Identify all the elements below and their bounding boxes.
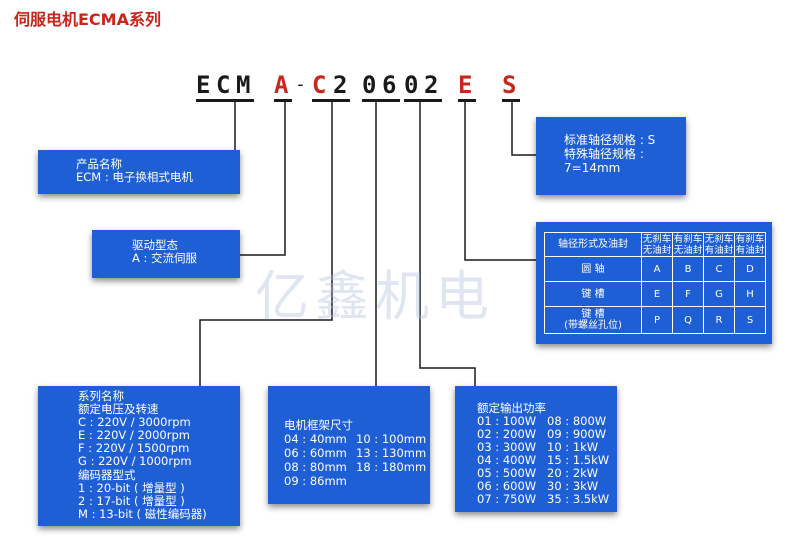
product-value: ECM : 电子换相式电机	[76, 170, 193, 184]
power-title: 额定输出功率	[477, 401, 546, 415]
connector-a	[238, 100, 286, 256]
code-char-e: E	[196, 71, 211, 99]
oil-cell: C	[703, 256, 735, 282]
code-char-2: 2	[333, 71, 348, 99]
oil-header-col4: 有刹车 有油封	[734, 232, 766, 257]
drive-label: 驱动型态	[132, 238, 178, 252]
series-line: M : 13-bit ( 磁性编码器)	[78, 506, 207, 521]
oil-seal-table: 轴径形式及油封 无刹车 无油封 有刹车 无油封 无刹车 有油封 有刹车 有油封 …	[544, 232, 766, 334]
code-char-a: A	[274, 71, 289, 99]
oil-cell: P	[641, 306, 673, 334]
oil-cell: B	[672, 256, 704, 282]
underline-ecm	[196, 99, 254, 102]
code-char-e2: E	[458, 71, 473, 99]
underline-s	[502, 99, 520, 102]
table-row: 键 槽 E F G H	[544, 281, 766, 307]
oil-header-col1: 无刹车 无油封	[641, 232, 673, 257]
table-row: 圆 轴 A B C D	[544, 256, 766, 282]
series-line: C : 220V / 3000rpm	[78, 415, 191, 430]
oil-cell: H	[734, 281, 766, 307]
underline-06	[362, 99, 400, 102]
watermark: 亿鑫机电	[255, 265, 495, 328]
series-line: G : 220V / 1000rpm	[78, 454, 192, 469]
code-char-m: M	[236, 71, 251, 99]
connector-s	[511, 100, 536, 156]
series-line: 编码器型式	[78, 467, 136, 482]
list-item: 09 : 86mm	[284, 474, 347, 488]
shaft-spec-box: 标准轴径规格 : S 特殊轴径规格 : 7=14mm	[536, 117, 686, 195]
oil-cell: Q	[672, 306, 704, 334]
code-char-2b: 2	[424, 71, 439, 99]
oil-row-type: 键 槽 (带螺丝孔位)	[544, 306, 642, 334]
series-box: 系列名称 额定电压及转速 C : 220V / 3000rpm E : 220V…	[38, 386, 240, 526]
underline-a	[274, 99, 292, 102]
series-line: E : 220V / 2000rpm	[78, 428, 190, 443]
oil-header-col2: 有刹车 无油封	[672, 232, 704, 257]
oil-table-header-row: 轴径形式及油封 无刹车 无油封 有刹车 无油封 无刹车 有油封 有刹车 有油封	[544, 232, 766, 257]
series-line: 2 : 17-bit ( 增量型 )	[78, 493, 185, 508]
code-char-6: 6	[382, 71, 397, 99]
code-char-c: C	[216, 71, 231, 99]
product-name-box: 产品名称 ECM : 电子换相式电机	[38, 150, 240, 194]
product-label: 产品名称	[76, 157, 122, 171]
code-char-s: S	[502, 71, 517, 99]
frame-title: 电机框架尺寸	[284, 418, 353, 432]
series-line: 1 : 20-bit ( 增量型 )	[78, 480, 185, 495]
connector-e	[464, 100, 536, 261]
drive-type-box: 驱动型态 A : 交流伺服	[92, 230, 240, 278]
series-line: F : 220V / 1500rpm	[78, 441, 190, 456]
drive-value: A : 交流伺服	[132, 251, 198, 265]
shaft-special: 特殊轴径规格 :	[564, 147, 644, 161]
table-row: 键 槽 (带螺丝孔位) P Q R S	[544, 306, 766, 334]
connector-c2	[199, 100, 333, 386]
code-char-0b: 0	[404, 71, 419, 99]
oil-row-type: 键 槽	[544, 281, 642, 307]
underline-e	[458, 99, 476, 102]
oil-header-col3: 无刹车 有油封	[703, 232, 735, 257]
oil-cell: S	[734, 306, 766, 334]
code-char-0a: 0	[362, 71, 377, 99]
series-line: 额定电压及转速	[78, 402, 159, 417]
oil-cell: E	[641, 281, 673, 307]
underline-02	[404, 99, 442, 102]
underline-c2	[312, 99, 350, 102]
code-dash: -	[295, 74, 306, 95]
shaft-special-value: 7=14mm	[564, 161, 621, 175]
oil-cell: G	[703, 281, 735, 307]
code-char-c2: C	[312, 71, 327, 99]
oil-cell: A	[641, 256, 673, 282]
oil-cell: F	[672, 281, 704, 307]
model-code: E C M A - C 2 0 6 0 2 E S	[196, 72, 536, 98]
oil-row-type: 圆 轴	[544, 256, 642, 282]
series-line: 系列名称	[78, 389, 124, 403]
page-title: 伺服电机ECMA系列	[14, 10, 161, 29]
shaft-standard: 标准轴径规格 : S	[564, 133, 656, 147]
oil-cell: R	[703, 306, 735, 334]
connector-power	[419, 100, 476, 386]
oil-cell: D	[734, 256, 766, 282]
oil-header-type: 轴径形式及油封	[544, 232, 642, 257]
